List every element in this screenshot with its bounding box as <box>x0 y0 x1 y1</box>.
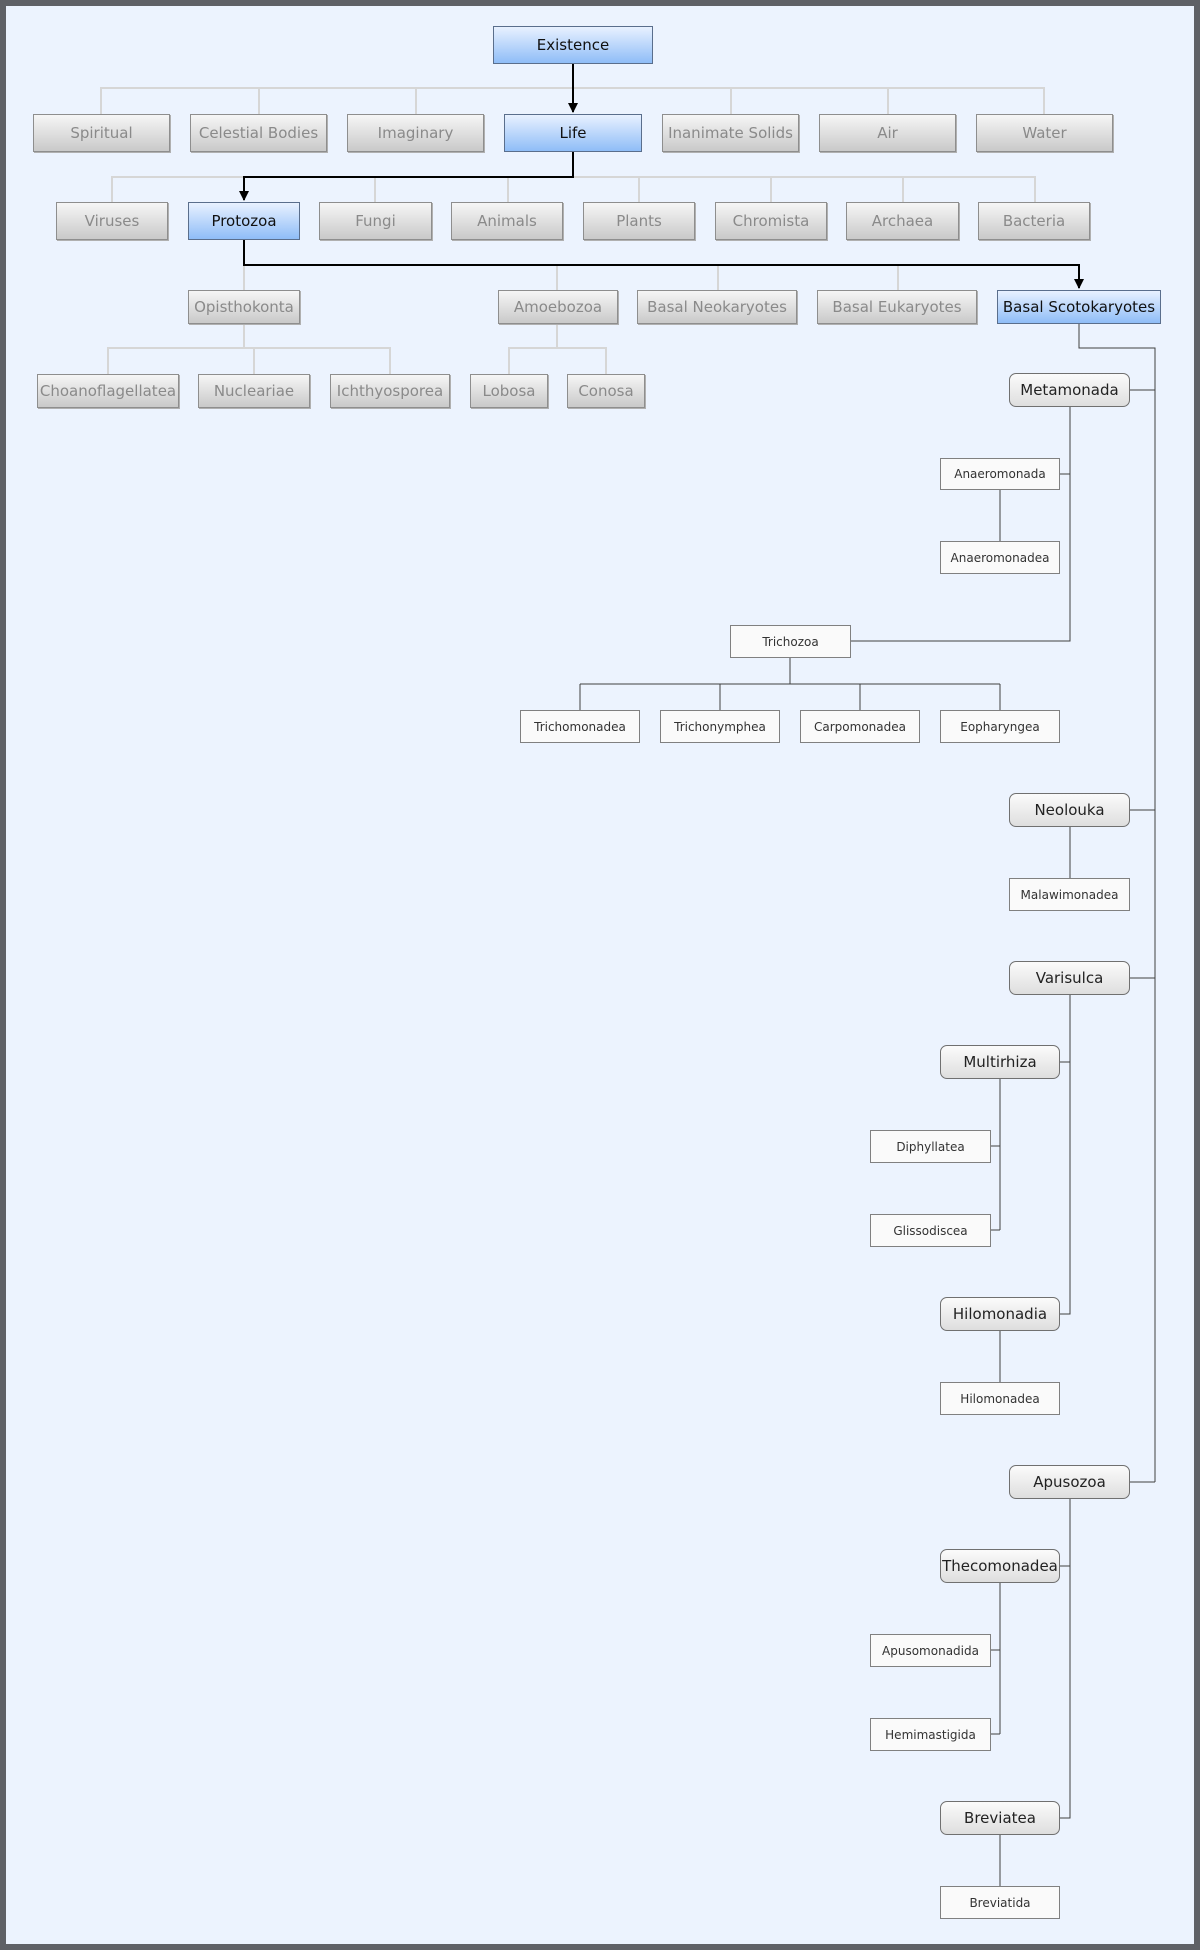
node-trichozoa[interactable]: Trichozoa <box>730 625 851 658</box>
node-eopharyngea[interactable]: Eopharyngea <box>940 710 1060 743</box>
node-celestial-bodies[interactable]: Celestial Bodies <box>190 114 327 152</box>
node-metamonada[interactable]: Metamonada <box>1009 373 1130 407</box>
node-amoebozoa[interactable]: Amoebozoa <box>498 290 618 324</box>
node-neolouka[interactable]: Neolouka <box>1009 793 1130 827</box>
node-life[interactable]: Life <box>504 114 642 152</box>
node-choanoflagellatea[interactable]: Choanoflagellatea <box>37 374 179 408</box>
node-trichomonadea[interactable]: Trichomonadea <box>520 710 640 743</box>
node-carpomonadea[interactable]: Carpomonadea <box>800 710 920 743</box>
node-multirhiza[interactable]: Multirhiza <box>940 1045 1060 1079</box>
node-hilomonadea[interactable]: Hilomonadea <box>940 1382 1060 1415</box>
node-thecomonadea[interactable]: Thecomonadea <box>940 1549 1060 1583</box>
node-apusomonadida[interactable]: Apusomonadida <box>870 1634 991 1667</box>
node-lobosa[interactable]: Lobosa <box>470 374 548 408</box>
node-plants[interactable]: Plants <box>583 202 695 240</box>
node-breviatea[interactable]: Breviatea <box>940 1801 1060 1835</box>
node-inanimate-solids[interactable]: Inanimate Solids <box>662 114 799 152</box>
node-glissodiscea[interactable]: Glissodiscea <box>870 1214 991 1247</box>
node-trichonymphea[interactable]: Trichonymphea <box>660 710 780 743</box>
node-varisulca[interactable]: Varisulca <box>1009 961 1130 995</box>
node-spiritual[interactable]: Spiritual <box>33 114 170 152</box>
node-basal-scotokaryotes[interactable]: Basal Scotokaryotes <box>997 290 1161 324</box>
node-chromista[interactable]: Chromista <box>715 202 827 240</box>
node-ichthyosporea[interactable]: Ichthyosporea <box>330 374 450 408</box>
node-apusozoa[interactable]: Apusozoa <box>1009 1465 1130 1499</box>
node-anaeromonadea[interactable]: Anaeromonadea <box>940 541 1060 574</box>
node-fungi[interactable]: Fungi <box>319 202 432 240</box>
node-existence[interactable]: Existence <box>493 26 653 64</box>
node-protozoa[interactable]: Protozoa <box>188 202 300 240</box>
node-viruses[interactable]: Viruses <box>56 202 168 240</box>
node-hemimastigida[interactable]: Hemimastigida <box>870 1718 991 1751</box>
node-bacteria[interactable]: Bacteria <box>978 202 1090 240</box>
node-conosa[interactable]: Conosa <box>567 374 645 408</box>
node-archaea[interactable]: Archaea <box>846 202 959 240</box>
node-imaginary[interactable]: Imaginary <box>347 114 484 152</box>
node-water[interactable]: Water <box>976 114 1113 152</box>
node-opisthokonta[interactable]: Opisthokonta <box>188 290 300 324</box>
node-basal-neokaryotes[interactable]: Basal Neokaryotes <box>637 290 797 324</box>
node-breviatida[interactable]: Breviatida <box>940 1886 1060 1919</box>
node-basal-eukaryotes[interactable]: Basal Eukaryotes <box>817 290 977 324</box>
node-air[interactable]: Air <box>819 114 956 152</box>
node-diphyllatea[interactable]: Diphyllatea <box>870 1130 991 1163</box>
node-animals[interactable]: Animals <box>451 202 563 240</box>
node-hilomonadia[interactable]: Hilomonadia <box>940 1297 1060 1331</box>
node-anaeromonada[interactable]: Anaeromonada <box>940 458 1060 490</box>
node-malawimonadea[interactable]: Malawimonadea <box>1009 878 1130 911</box>
node-nucleariae[interactable]: Nucleariae <box>198 374 310 408</box>
